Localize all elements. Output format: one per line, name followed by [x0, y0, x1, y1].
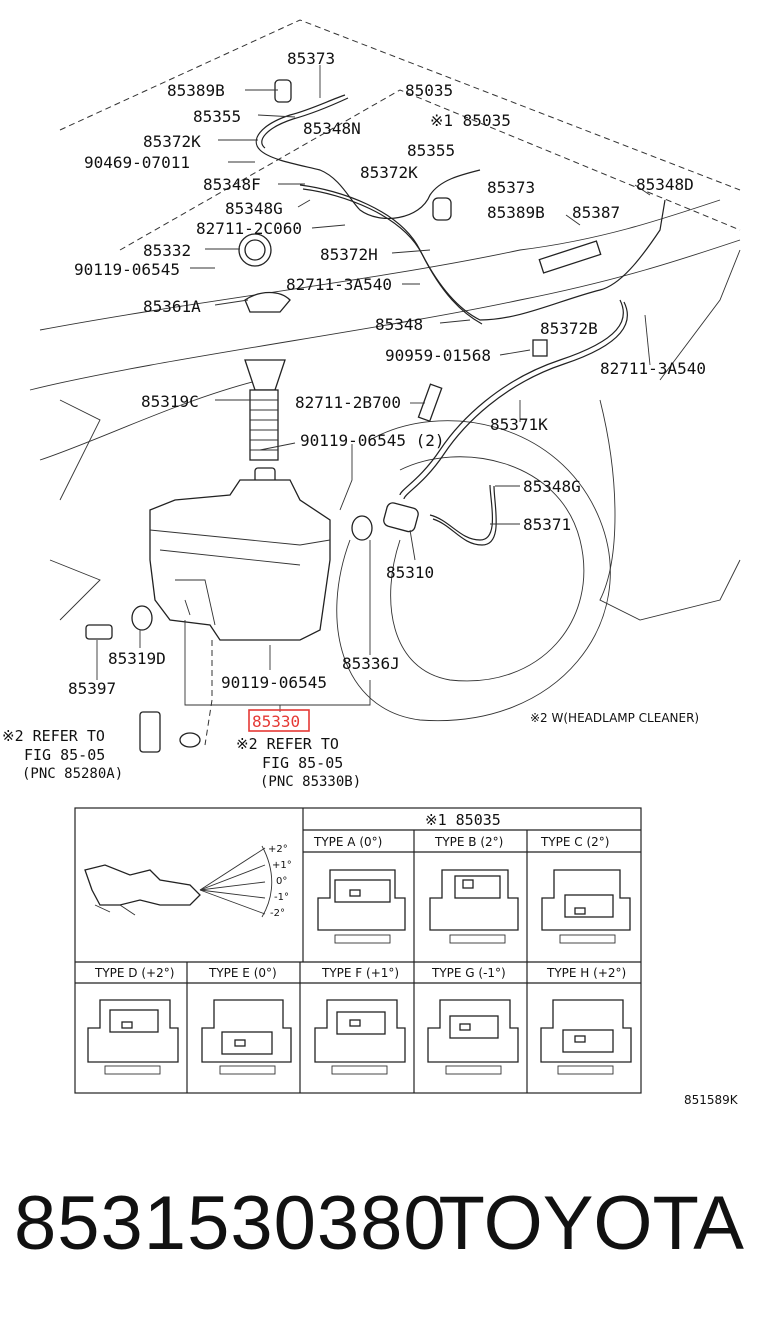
- refer-right-line3: (PNC 85330B): [260, 774, 361, 790]
- small-parts: [85, 79, 602, 753]
- refer-right-line2: FIG 85-05: [262, 754, 343, 772]
- nozzle-type-b: [429, 869, 519, 944]
- type-c-header: TYPE C (2°): [540, 835, 609, 849]
- nozzle-type-g: [427, 999, 519, 1075]
- angle-minus1: -1°: [274, 892, 289, 903]
- label-85389b-right: 85389B: [487, 203, 545, 222]
- angle-minus2: -2°: [270, 908, 285, 919]
- leader-lines: [96, 65, 651, 746]
- brand-name: TOYOTA: [438, 1181, 744, 1266]
- label-85330: 85330: [252, 712, 300, 731]
- label-85348d: 85348D: [636, 175, 694, 194]
- nozzle-type-d: [87, 999, 179, 1075]
- spray-angle-illustration: +2° +1° 0° -1° -2°: [84, 844, 292, 919]
- label-85035-marked: ※1 85035: [430, 111, 511, 130]
- label-85373-right: 85373: [487, 178, 535, 197]
- product-footer: 8531530380 TOYOTA: [0, 1180, 760, 1290]
- label-85319d: 85319D: [108, 649, 166, 668]
- nozzle-type-a: [317, 869, 406, 944]
- refer-left-line1: ※2 REFER TO: [2, 727, 105, 745]
- angle-zero: 0°: [276, 876, 287, 887]
- refer-left-line3: (PNC 85280A): [22, 766, 123, 782]
- label-85355-right: 85355: [407, 141, 455, 160]
- label-82711-2c060: 82711-2C060: [196, 219, 302, 238]
- label-82711-3a540-left: 82711-3A540: [286, 275, 392, 294]
- label-90959-01568: 90959-01568: [385, 346, 491, 365]
- label-85397: 85397: [68, 679, 116, 698]
- label-85371: 85371: [523, 515, 571, 534]
- label-85348g-right: 85348G: [523, 477, 581, 496]
- label-85035-top: 85035: [405, 81, 453, 100]
- label-85372b: 85372B: [540, 319, 598, 338]
- label-90119-06545-top: 90119-06545: [74, 260, 180, 279]
- type-h-header: TYPE H (+2°): [546, 966, 626, 980]
- filler-neck: [244, 359, 286, 491]
- note-headlamp-cleaner: ※2 W(HEADLAMP CLEANER): [530, 711, 699, 725]
- label-85348f: 85348F: [203, 175, 261, 194]
- type-d-header: TYPE D (+2°): [94, 966, 174, 980]
- parts-diagram: 85373 85389B 85035 85355 85348N ※1 85035…: [2, 19, 741, 1107]
- label-85372h: 85372H: [320, 245, 378, 264]
- table-title: ※1 85035: [425, 811, 501, 829]
- diagram-code: 851589K: [684, 1093, 739, 1107]
- type-g-header: TYPE G (-1°): [431, 966, 506, 980]
- label-85372k-left: 85372K: [143, 132, 201, 151]
- washer-hoses: [255, 94, 666, 546]
- angle-plus1: +1°: [272, 860, 292, 871]
- label-85389b-top: 85389B: [167, 81, 225, 100]
- nozzle-type-table: ※1 85035 +2° +1° 0° -1° -2° TYPE A (0°) …: [74, 807, 739, 1107]
- washer-tank: [149, 479, 331, 641]
- type-e-header: TYPE E (0°): [208, 966, 277, 980]
- label-85348g-top: 85348G: [225, 199, 283, 218]
- label-82711-3a540-right: 82711-3A540: [600, 359, 706, 378]
- label-85348: 85348: [375, 315, 423, 334]
- type-a-header: TYPE A (0°): [313, 835, 382, 849]
- type-b-header: TYPE B (2°): [434, 835, 503, 849]
- car-body-outline: [29, 19, 741, 722]
- label-85310: 85310: [386, 563, 434, 582]
- part-number: 8531530380: [14, 1181, 447, 1266]
- label-85332: 85332: [143, 241, 191, 260]
- label-85355-top: 85355: [193, 107, 241, 126]
- label-90469-07011: 90469-07011: [84, 153, 190, 172]
- highlight-box-85330: [248, 709, 310, 732]
- label-85371k: 85371K: [490, 415, 548, 434]
- label-85372k-right: 85372K: [360, 163, 418, 182]
- nozzle-type-c: [541, 869, 631, 944]
- label-85348n: 85348N: [303, 119, 361, 138]
- angle-plus2: +2°: [268, 844, 288, 855]
- label-85361a: 85361A: [143, 297, 201, 316]
- refer-left-line2: FIG 85-05: [24, 746, 105, 764]
- nozzle-type-h: [540, 999, 632, 1075]
- label-82711-2b700: 82711-2B700: [295, 393, 401, 412]
- nozzle-type-e: [201, 999, 292, 1075]
- label-85373-top: 85373: [287, 49, 335, 68]
- nozzle-type-f: [314, 999, 406, 1075]
- refer-right-line1: ※2 REFER TO: [236, 735, 339, 753]
- label-90119-06545-2: 90119-06545 (2): [300, 431, 445, 450]
- label-85336j: 85336J: [342, 654, 400, 673]
- part-labels: 85373 85389B 85035 85355 85348N ※1 85035…: [2, 49, 706, 790]
- type-f-header: TYPE F (+1°): [321, 966, 399, 980]
- label-85387: 85387: [572, 203, 620, 222]
- label-85319c: 85319C: [141, 392, 199, 411]
- label-90119-06545-bottom: 90119-06545: [221, 673, 327, 692]
